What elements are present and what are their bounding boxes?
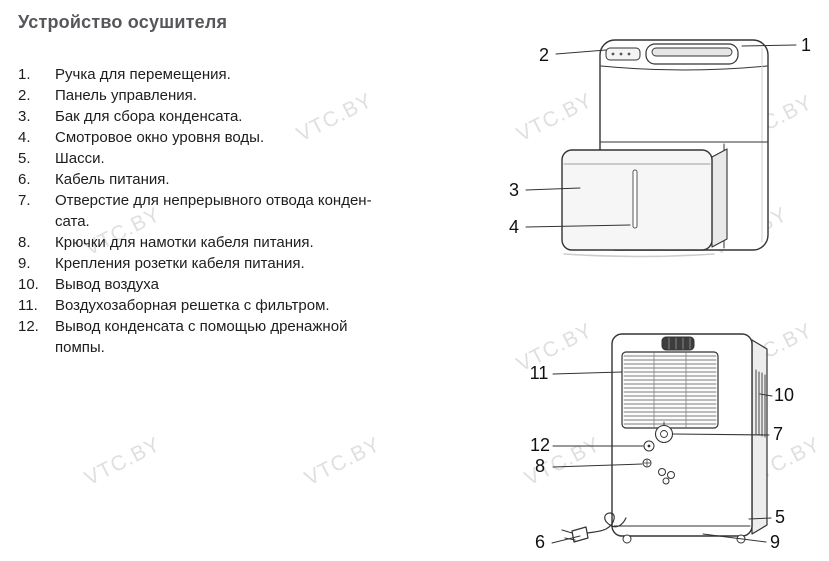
list-item: 6. Кабель питания.	[18, 169, 488, 190]
list-item-text: Отверстие для непрерывного отвода конден…	[55, 190, 488, 232]
list-item: 12. Вывод конденсата с помощью дренажной…	[18, 316, 488, 358]
list-item-line: Вывод конденсата с помощью дренажной	[55, 318, 348, 335]
pump-drain-outlet	[643, 440, 655, 452]
callout-5: 5	[775, 507, 785, 527]
list-item: 10. Вывод воздуха	[18, 274, 488, 295]
callout-6: 6	[535, 532, 545, 552]
list-item-text: Шасси.	[55, 150, 105, 167]
list-item-number: 6.	[18, 171, 31, 188]
list-item-number: 10.	[18, 276, 39, 293]
callout-2: 2	[539, 45, 549, 65]
callout-9: 9	[770, 532, 780, 552]
list-item-text: Смотровое окно уровня воды.	[55, 129, 265, 146]
list-item-text: Кабель питания.	[55, 171, 170, 188]
list-item-text: Вывод конденсата с помощью дренажной пом…	[55, 316, 488, 358]
list-item: 11. Воздухозаборная решетка с фильтром.	[18, 295, 488, 316]
cord-hooks	[642, 458, 675, 485]
power-plug	[571, 526, 589, 543]
list-item: 7. Отверстие для непрерывного отвода кон…	[18, 190, 488, 232]
continuous-drain-hole	[654, 421, 674, 444]
list-item-line: Отверстие для непрерывного отвода конден…	[55, 192, 372, 209]
list-item: 1. Ручка для перемещения.	[18, 64, 488, 85]
list-item-number: 1.	[18, 66, 31, 83]
callout-12: 12	[530, 435, 550, 455]
callout-11: 11	[530, 363, 549, 383]
list-item-number: 12.	[18, 318, 39, 335]
callout-3: 3	[509, 180, 519, 200]
list-item-text: Вывод воздуха	[55, 276, 159, 293]
callout-8: 8	[535, 456, 545, 476]
list-item-line: сата.	[55, 213, 90, 230]
back-view-diagram: 11 10 7 12 8 5 9 6	[530, 333, 794, 552]
list-item-number: 2.	[18, 87, 31, 104]
list-item-number: 4.	[18, 129, 31, 146]
list-item-text: Ручка для перемещения.	[55, 66, 231, 83]
water-level-window	[632, 169, 638, 229]
list-item-text: Крепления розетки кабеля питания.	[55, 255, 305, 272]
carry-handle	[645, 43, 739, 65]
control-panel	[605, 47, 641, 61]
list-item-text: Крючки для намотки кабеля питания.	[55, 234, 314, 251]
air-outlet-vent	[755, 369, 766, 438]
list-item-number: 8.	[18, 234, 31, 251]
grille-slats	[623, 355, 717, 425]
list-item-text: Воздухозаборная решетка с фильтром.	[55, 297, 330, 314]
list-item: 4. Смотровое окно уровня воды.	[18, 127, 488, 148]
parts-list: 1. Ручка для перемещения. 2. Панель упра…	[18, 64, 488, 358]
list-item: 3. Бак для сбора конденсата.	[18, 106, 488, 127]
list-item-line: помпы.	[55, 339, 105, 356]
callout-lines	[525, 44, 797, 228]
list-item-number: 7.	[18, 192, 31, 209]
list-item-number: 9.	[18, 255, 31, 272]
power-cord	[561, 512, 627, 543]
callout-10: 10	[774, 385, 794, 405]
ground-shadow	[563, 253, 715, 258]
water-tank	[561, 148, 728, 251]
watermark: VTC.BY	[301, 432, 385, 491]
list-item: 9. Крепления розетки кабеля питания.	[18, 253, 488, 274]
handle-slot	[661, 336, 695, 351]
list-item-number: 11.	[18, 297, 38, 314]
top-edge-line	[600, 65, 768, 71]
list-item: 8. Крючки для намотки кабеля питания.	[18, 232, 488, 253]
callout-lines	[551, 371, 773, 544]
callout-7: 7	[773, 424, 783, 444]
list-item-text: Панель управления.	[55, 87, 197, 104]
intake-grille	[621, 351, 719, 429]
front-view-diagram: 2 1 3 4	[509, 35, 811, 258]
list-item-number: 5.	[18, 150, 31, 167]
watermark: VTC.BY	[81, 432, 165, 491]
page-title: Устройство осушителя	[18, 12, 228, 32]
list-item: 2. Панель управления.	[18, 85, 488, 106]
list-item-text: Бак для сбора конденсата.	[55, 108, 243, 125]
callout-1: 1	[801, 35, 811, 55]
list-item: 5. Шасси.	[18, 148, 488, 169]
callout-4: 4	[509, 217, 519, 237]
list-item-number: 3.	[18, 108, 31, 125]
